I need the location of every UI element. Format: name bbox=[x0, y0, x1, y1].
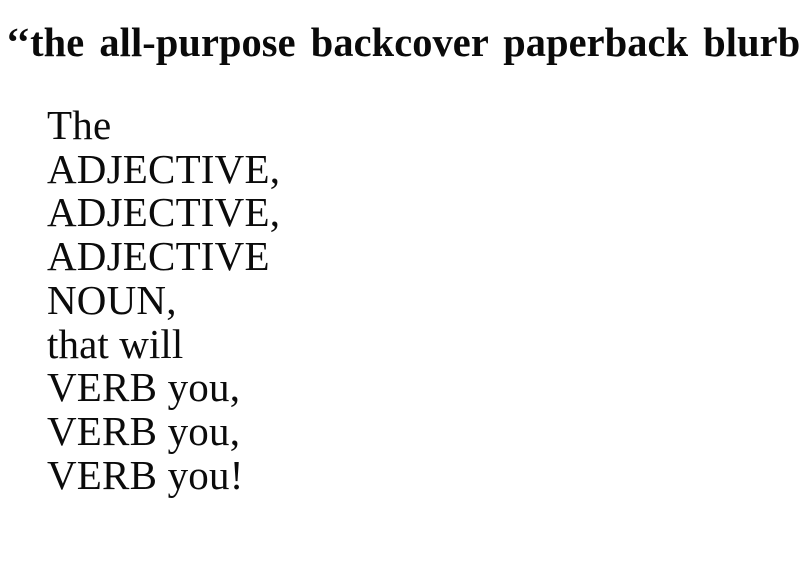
blurb-line-8: VERB you, bbox=[47, 407, 241, 454]
blurb-line-1: The bbox=[47, 102, 112, 148]
blurb-line-3: ADJECTIVE, bbox=[47, 189, 281, 236]
blurb-line-4: ADJECTIVE bbox=[47, 233, 270, 280]
blurb-line-6: that will bbox=[47, 320, 184, 367]
blurb-line-9: VERB you! bbox=[47, 451, 244, 498]
blurb-line-7: VERB you, bbox=[47, 364, 241, 411]
blurb-line-5: NOUN, bbox=[47, 276, 177, 323]
blurb-line-2: ADJECTIVE, bbox=[47, 145, 281, 192]
blurb-text-block: The ADJECTIVE, ADJECTIVE, ADJECTIVE NOUN… bbox=[47, 102, 607, 498]
page-title: ‘‘the all-purpose backcover paperback bl… bbox=[6, 19, 800, 65]
